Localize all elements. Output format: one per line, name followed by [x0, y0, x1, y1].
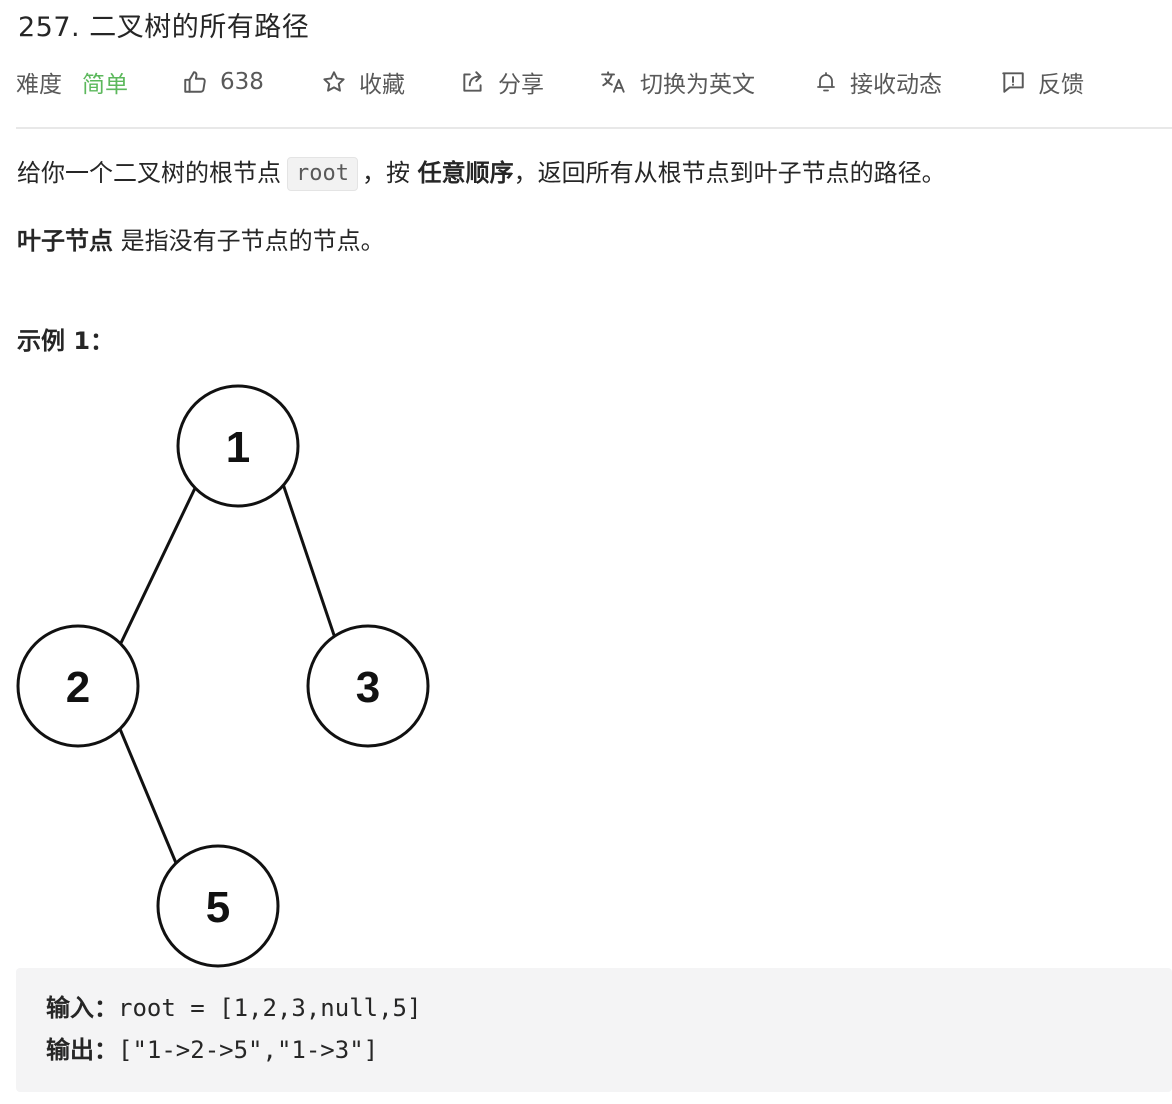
translate-icon [600, 69, 628, 95]
tree-node-label: 2 [66, 663, 90, 712]
difficulty-label: 难度 [16, 72, 62, 98]
description-emphasis: 任意顺序 [417, 159, 514, 187]
tree-node-circle [16, 624, 140, 748]
tree-edge-1-3 [281, 483, 338, 642]
favorite-button[interactable]: 收藏 [321, 62, 405, 102]
feedback-label: 反馈 [1038, 72, 1084, 98]
feedback-button[interactable]: 反馈 [1000, 62, 1084, 102]
header-divider [16, 127, 1172, 129]
leaf-definition-paragraph: 叶子节点 是指没有子节点的节点。 [17, 224, 385, 258]
difficulty-badge: 简单 [82, 72, 128, 98]
star-icon [321, 69, 347, 95]
translate-button[interactable]: 切换为英文 [600, 62, 755, 102]
subscribe-button[interactable]: 接收动态 [814, 62, 942, 102]
example-output-line: 输出：["1->2->5","1->3"] [46, 1032, 378, 1068]
favorite-label: 收藏 [359, 72, 405, 98]
tree-node-circle [176, 384, 300, 508]
bell-icon [814, 69, 838, 95]
description-text: ，按 [361, 159, 410, 187]
example-title: 示例 1： [17, 327, 115, 355]
translate-label: 切换为英文 [640, 72, 755, 98]
example-output-label: 输出： [46, 1036, 118, 1064]
tree-node-circle [306, 624, 430, 748]
tree-node-circle [156, 844, 280, 968]
subscribe-label: 接收动态 [850, 72, 942, 98]
tree-node-label: 1 [226, 423, 250, 472]
feedback-icon [1000, 69, 1026, 95]
share-button[interactable]: 分享 [460, 62, 544, 102]
inline-code-root: root [287, 157, 358, 191]
share-icon [460, 69, 486, 95]
leaf-definition-text: 是指没有子节点的节点。 [120, 227, 385, 255]
tree-node-label: 5 [206, 883, 230, 932]
problem-title: 257. 二叉树的所有路径 [18, 12, 310, 43]
example-code-block: 输入：root = [1,2,3,null,5] 输出：["1->2->5","… [16, 968, 1172, 1092]
description-text: ，返回所有从根节点到叶子节点的路径。 [513, 159, 946, 187]
thumbs-up-icon [182, 69, 208, 95]
description-text: 给你一个二叉树的根节点 [17, 159, 281, 187]
like-count: 638 [220, 69, 264, 95]
like-button[interactable]: 638 [182, 62, 264, 102]
example-input-line: 输入：root = [1,2,3,null,5] [46, 990, 421, 1026]
example-input-label: 输入： [46, 994, 118, 1022]
binary-tree-diagram: 1 2 3 5 [16, 384, 430, 968]
tree-node-label: 3 [356, 663, 380, 712]
tree-edge-1-2 [118, 483, 199, 646]
leaf-term: 叶子节点 [17, 227, 113, 255]
example-input-value: root = [1,2,3,null,5] [118, 994, 422, 1022]
difficulty: 难度 简单 [16, 62, 128, 102]
problem-toolbar: 难度 简单 638 收藏 [16, 62, 1172, 102]
share-label: 分享 [498, 72, 544, 98]
example-output-value: ["1->2->5","1->3"] [118, 1036, 379, 1064]
tree-edge-2-5 [118, 728, 178, 864]
